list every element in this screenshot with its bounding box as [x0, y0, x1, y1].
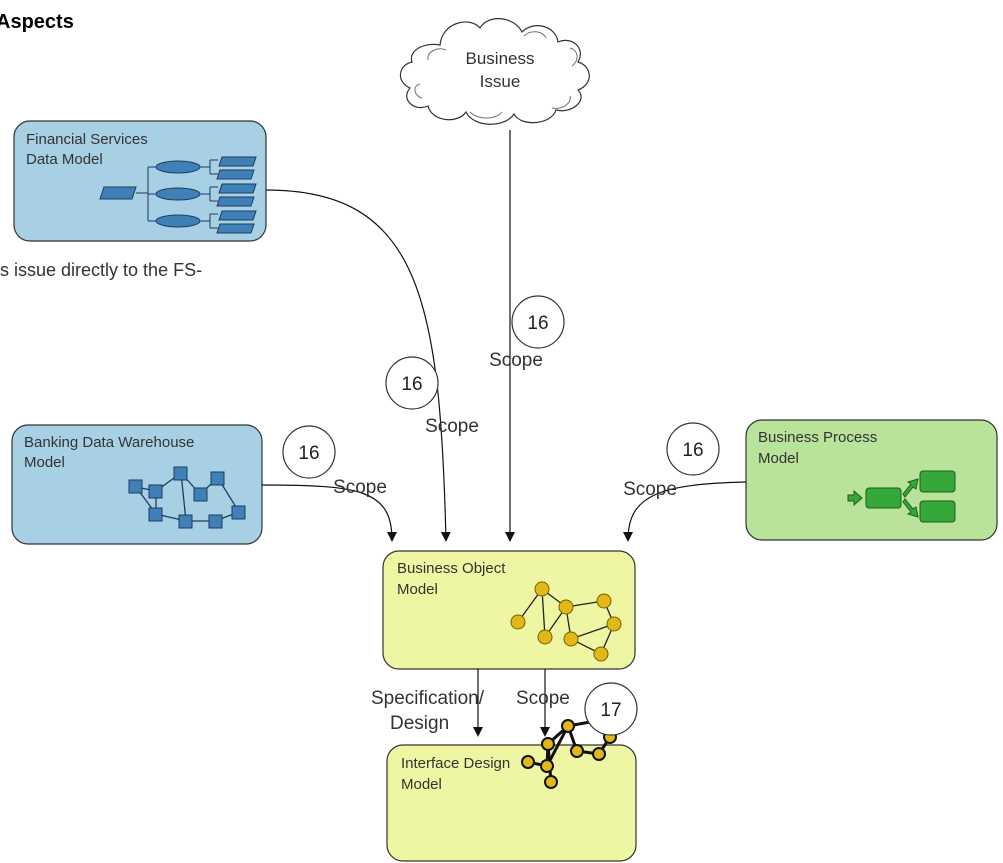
- cloud-label-line2: Issue: [480, 72, 521, 91]
- graph-icon: [510, 581, 622, 662]
- bdwm-label-line2: Model: [24, 454, 65, 471]
- edge-label-specification: Specification/: [371, 688, 485, 709]
- bom-label-line2: Model: [397, 581, 438, 598]
- graph-icon: [521, 713, 617, 789]
- body-text-fragment: s issue directly to the FS-: [0, 260, 202, 280]
- page-header: Aspects: [0, 11, 74, 33]
- svg-text:17: 17: [600, 700, 621, 721]
- edge-bpm-to-bom: [623, 481, 747, 542]
- edge-label-scope: Scope: [489, 350, 543, 371]
- svg-text:16: 16: [401, 374, 422, 395]
- svg-text:16: 16: [527, 313, 548, 334]
- bdwm-label-line1: Banking Data Warehouse: [24, 434, 194, 451]
- bom-label-line1: Business Object: [397, 560, 506, 577]
- svg-text:16: 16: [298, 443, 319, 464]
- bdwm-box[interactable]: Banking Data Warehouse Model: [11, 424, 263, 545]
- step-badge: 16: [666, 422, 720, 476]
- hierarchy-icon: [99, 156, 257, 234]
- idm-label-line1: Interface Design: [401, 755, 510, 772]
- bpm-label-line1: Business Process: [758, 429, 877, 446]
- bom-box[interactable]: Business Object Model: [382, 550, 636, 670]
- business-issue-cloud[interactable]: Business Issue: [399, 18, 590, 125]
- bpm-box[interactable]: Business Process Model: [745, 419, 998, 541]
- cloud-label-line1: Business: [466, 49, 535, 68]
- step-badge: 16: [511, 295, 565, 349]
- edge-label-scope: Scope: [623, 479, 677, 500]
- bpm-label-line2: Model: [758, 450, 799, 467]
- edge-label-scope: Scope: [333, 477, 387, 498]
- network-icon: [128, 466, 246, 529]
- edge-label-design: Design: [390, 713, 449, 734]
- svg-text:16: 16: [682, 440, 703, 461]
- fsdm-box[interactable]: Financial Services Data Model: [13, 120, 267, 242]
- step-badge: 16: [282, 425, 336, 479]
- idm-label-line2: Model: [401, 776, 442, 793]
- edge-label-scope: Scope: [516, 688, 570, 709]
- fsdm-label-line1: Financial Services: [26, 131, 148, 148]
- edge-fsdm-to-bom: [265, 189, 451, 542]
- fsdm-label-line2: Data Model: [26, 151, 103, 168]
- step-badge: 16: [385, 356, 439, 410]
- step-badge: 17: [584, 682, 638, 736]
- process-flow-icon: [847, 470, 956, 523]
- edge-label-scope: Scope: [425, 416, 479, 437]
- idm-box[interactable]: Interface Design Model: [386, 713, 637, 862]
- edge-bdwm-to-bom: [261, 484, 397, 542]
